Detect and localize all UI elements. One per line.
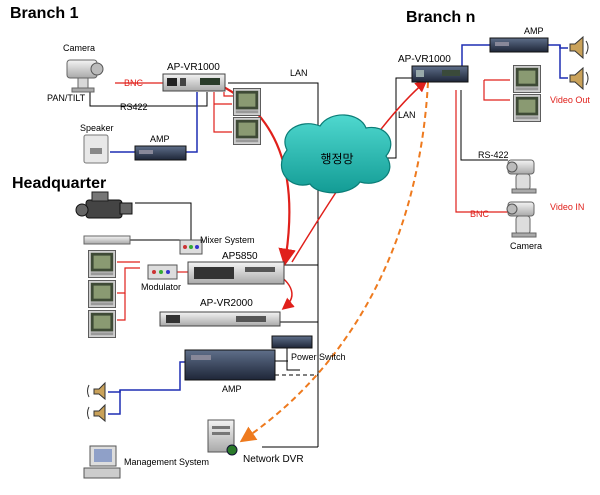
bn-amp-spk1 — [548, 44, 568, 49]
bn-monitors — [512, 65, 542, 122]
cloud-label: 행정망 — [320, 151, 353, 166]
bn-videoin-label: Video IN — [550, 202, 584, 212]
b1-rs422-label: RS422 — [120, 102, 148, 112]
branchn-title: Branch n — [406, 9, 475, 26]
bn-speaker-icon-2 — [569, 66, 589, 91]
blue-links — [108, 44, 568, 415]
b1-monitors — [232, 88, 262, 145]
bn-bnc-line — [455, 90, 510, 213]
hq-monitor-1 — [87, 250, 117, 278]
hq-speaker-icon-2 — [87, 403, 106, 423]
hq-video-camera-icon — [75, 191, 133, 219]
hq-ap5850-device — [187, 261, 285, 285]
hq-power-switch-label: Power Switch — [291, 352, 346, 362]
backbone-line — [228, 82, 319, 447]
bn-monitor-1 — [512, 65, 542, 93]
b1-mon-line3 — [223, 92, 234, 97]
b1-camera-label: Camera — [63, 43, 95, 53]
bn-videoout-label: Video Out — [550, 95, 590, 105]
branch1-title: Branch 1 — [10, 5, 79, 22]
hq-vcr-device — [83, 235, 131, 245]
hq-mon2 — [117, 267, 140, 294]
hq-amp-spk2 — [108, 390, 121, 415]
b1-bnc-label: BNC — [124, 78, 144, 88]
hq-title: Headquarter — [12, 175, 106, 192]
hq-network-dvr-icon — [207, 419, 238, 456]
b1-speaker-label: Speaker — [80, 123, 114, 133]
hq-vr2000-label: AP-VR2000 — [200, 298, 253, 309]
bn-vr-amp — [461, 44, 490, 70]
rs422-line-b1 — [89, 92, 208, 107]
pwr-line — [286, 344, 300, 371]
b1-recorder-device — [162, 73, 226, 92]
bn-recorder-device — [411, 65, 469, 83]
hq-modulator-device — [147, 264, 178, 280]
hq-power-switch-device — [271, 335, 313, 349]
bn-recorder-label: AP-VR1000 — [398, 54, 451, 65]
hq-ap5850-label: AP5850 — [222, 251, 258, 262]
b1-camera-icon — [66, 59, 104, 93]
hq-modulator-label: Modulator — [141, 282, 181, 292]
hq-mixer-device — [179, 239, 203, 255]
hq-dvr-label: Network DVR — [243, 454, 304, 465]
b1-pantilt-label: PAN/TILT — [47, 93, 86, 103]
hq-monitors — [87, 250, 117, 338]
bn-camera-icon-2 — [506, 201, 537, 238]
b1-amp-vr — [186, 92, 198, 153]
bn-camera-icon-1 — [506, 159, 537, 194]
bn-bnc-label: BNC — [470, 209, 490, 219]
dvr-remote-link — [239, 81, 429, 443]
b1-monitor-1 — [232, 88, 262, 116]
bn-monitor-2 — [512, 94, 542, 122]
hq-monitor-3 — [87, 310, 117, 338]
hq-amp-label: AMP — [222, 384, 242, 394]
hq-mon3 — [117, 293, 126, 321]
b1-lan-label: LAN — [290, 68, 308, 78]
b1-amp-label: AMP — [150, 134, 170, 144]
hq-management-pc-icon — [83, 445, 121, 479]
hq-mixer-label: Mixer System — [200, 235, 255, 245]
b1-mon-line1 — [213, 92, 232, 133]
hq-speaker-icon-1 — [87, 381, 106, 401]
bn-amp-device — [489, 37, 549, 53]
hq-amp-spk1 — [108, 361, 185, 393]
b1-monitor-2 — [232, 117, 262, 145]
b1-amp-device — [134, 145, 187, 161]
bn-vout1 — [483, 80, 510, 101]
bn-amp-label: AMP — [524, 26, 544, 36]
rs422-line-bn — [460, 90, 508, 161]
hq-monitor-2 — [87, 280, 117, 308]
hq-vr2000-device — [159, 311, 281, 327]
hq-amp-device — [184, 349, 276, 381]
bn-speaker-icon-1 — [569, 35, 589, 60]
bn-rs422-label: RS-422 — [478, 150, 509, 160]
bn-camera-label: Camera — [510, 241, 542, 251]
network-cloud: 행정망 — [280, 114, 392, 194]
bn-lan-label: LAN — [398, 110, 416, 120]
bn-amp-spk2 — [559, 45, 568, 79]
b1-recorder-label: AP-VR1000 — [167, 62, 220, 73]
hq-management-label: Management System — [124, 457, 209, 467]
orange-dashed-link — [239, 81, 429, 443]
hq-cam-line — [135, 202, 192, 242]
b1-speaker-icon — [83, 134, 109, 164]
